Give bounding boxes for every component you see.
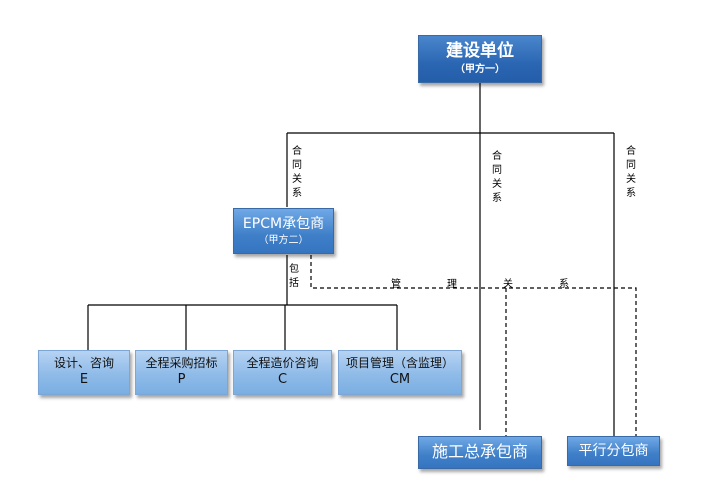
service-box-e: 设计、咨询 E <box>38 350 130 395</box>
line-mgmt-dashed <box>310 255 637 437</box>
service-box-cm: 项目管理（含监理） CM <box>338 350 462 395</box>
vertical-char: 同 <box>492 165 502 176</box>
contract-label-epcm: 合同关系 <box>290 145 304 201</box>
service-code: C <box>277 372 288 388</box>
vertical-char: 系 <box>492 193 502 204</box>
vertical-char: 系 <box>626 188 636 199</box>
vertical-char: 关 <box>292 174 302 185</box>
vertical-char: 关 <box>626 174 636 185</box>
mgmt-label-2: 关 <box>503 279 513 290</box>
service-code: CM <box>389 372 411 388</box>
vertical-char: 系 <box>292 188 302 199</box>
vertical-char: 括 <box>289 278 299 289</box>
epcm-title: EPCM承包商 <box>242 215 325 232</box>
vertical-char: 同 <box>292 160 302 171</box>
vertical-char: 合 <box>292 146 302 157</box>
owner-subtitle: （甲方一） <box>455 64 505 76</box>
contract-label-gc: 合同关系 <box>490 150 504 206</box>
service-label: 设计、咨询 <box>53 355 114 370</box>
service-box-c: 全程造价咨询 C <box>233 350 332 395</box>
contract-label-parallel: 合同关系 <box>624 145 638 201</box>
general-contractor-box: 施工总承包商 <box>418 436 542 469</box>
service-box-p: 全程采购招标 P <box>135 350 228 395</box>
include-label: 包括 <box>287 263 301 291</box>
parallel-subcontractor-box: 平行分包商 <box>567 436 660 466</box>
owner-title: 建设单位 <box>446 41 514 62</box>
service-code: E <box>79 372 89 388</box>
vertical-char: 包 <box>289 264 299 275</box>
epcm-subtitle: （甲方二） <box>258 234 309 246</box>
epcm-box: EPCM承包商 （甲方二） <box>233 208 334 254</box>
mgmt-label-1: 理 <box>447 279 457 290</box>
service-label: 项目管理（含监理） <box>345 355 454 370</box>
vertical-char: 同 <box>626 160 636 171</box>
general-contractor-label: 施工总承包商 <box>431 442 528 462</box>
mgmt-label-0: 管 <box>391 279 401 290</box>
vertical-char: 关 <box>492 179 502 190</box>
vertical-char: 合 <box>492 151 502 162</box>
service-label: 全程造价咨询 <box>246 355 319 370</box>
owner-box: 建设单位 （甲方一） <box>418 35 542 83</box>
parallel-subcontractor-label: 平行分包商 <box>578 442 649 459</box>
service-label: 全程采购招标 <box>145 355 218 370</box>
vertical-char: 合 <box>626 146 636 157</box>
mgmt-label-3: 系 <box>559 279 569 290</box>
service-code: P <box>177 372 186 388</box>
